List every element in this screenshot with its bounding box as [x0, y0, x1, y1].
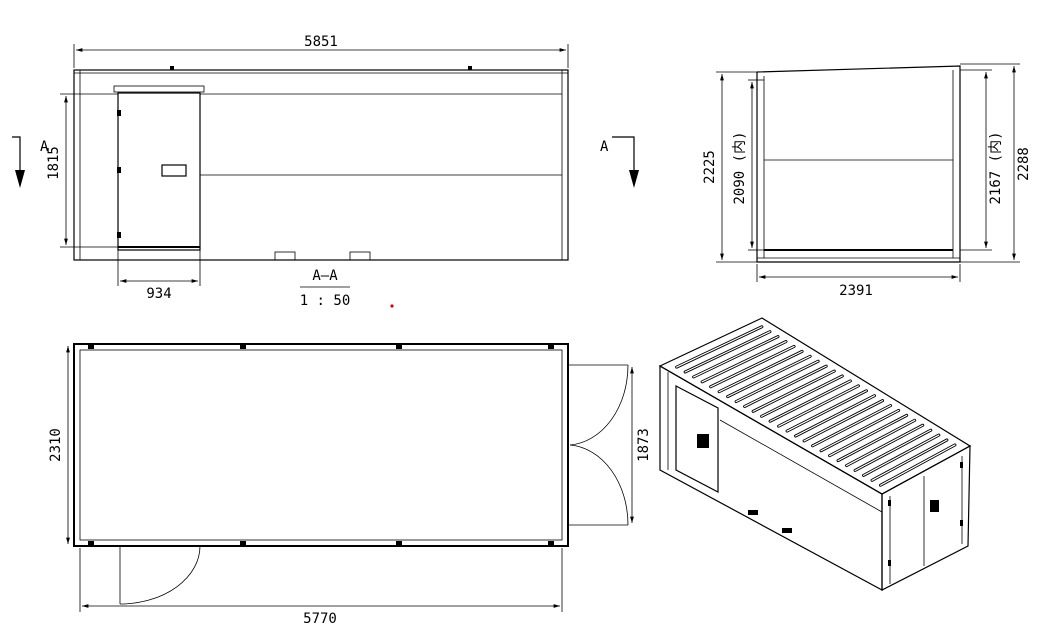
- roof-rib-highlight: [761, 375, 843, 417]
- roof-corrugations: [675, 325, 957, 487]
- dim-side-outer-right: 2288: [1016, 147, 1032, 181]
- section-label: A—A: [312, 268, 338, 284]
- door-canopy: [113, 85, 205, 93]
- roof-rib-highlight: [811, 404, 892, 447]
- roof-rib-highlight: [862, 434, 940, 476]
- drawing-scale: 1 : 50: [300, 293, 351, 309]
- roof-rib-highlight: [845, 424, 924, 467]
- front-door: [117, 92, 201, 251]
- roof-rib-highlight: [879, 444, 956, 486]
- roof-rib-highlight: [871, 439, 948, 481]
- iso-end-handle-icon: [930, 500, 939, 512]
- roof-rib-highlight: [744, 365, 827, 408]
- dim-plan-depth: 2310: [48, 428, 64, 462]
- plan-outline: [73, 343, 569, 547]
- door-hinge: [117, 167, 121, 173]
- section-letter-left: A: [40, 139, 49, 155]
- roof-rib-highlight: [786, 390, 868, 432]
- dim-door-swing: 1873: [636, 428, 652, 462]
- door-swing-arc: [119, 545, 201, 605]
- door-swing-arc: [569, 444, 629, 526]
- roof-rib-highlight: [684, 331, 771, 373]
- roof-rib-highlight: [794, 395, 876, 437]
- dim-side-inner-left: 2090 (内): [732, 131, 748, 204]
- dim-side-width: 2391: [839, 283, 873, 299]
- roof-rib-highlight: [854, 429, 932, 472]
- side-body-outline: [756, 65, 961, 263]
- roof-rib-highlight: [752, 370, 835, 412]
- roof-rib-highlight: [693, 336, 779, 378]
- roof-lug: [170, 66, 174, 70]
- plan-view: 1873 2310 5770: [48, 343, 652, 627]
- door-handle-icon: [161, 164, 187, 177]
- roof-rib-highlight: [803, 400, 884, 442]
- roof-rib-highlight: [820, 409, 900, 452]
- front-view: 5851 1815 934 A A A—A 1 : 50: [12, 34, 639, 309]
- dim-front-height: 1815: [46, 146, 62, 180]
- forklift-pocket: [349, 251, 371, 261]
- red-marker-dot: [390, 304, 394, 308]
- isometric-view: [658, 317, 972, 592]
- roof-rib-highlight: [718, 350, 803, 393]
- dim-side-inner-right: 2167 (内): [988, 131, 1004, 204]
- forklift-pocket: [274, 251, 296, 261]
- roof-rib-highlight: [769, 380, 851, 422]
- iso-roof: [658, 317, 972, 495]
- door-swing-arc: [569, 364, 629, 446]
- door-hinge: [117, 110, 121, 116]
- dim-front-length: 5851: [304, 34, 338, 50]
- plan-inner-wall: [79, 349, 563, 541]
- section-marker-left: [12, 136, 21, 178]
- roof-rib-highlight: [701, 340, 787, 383]
- roof-rib-highlight: [735, 360, 819, 403]
- iso-door-handle-icon: [697, 434, 709, 448]
- iso-end-face: [881, 444, 971, 591]
- roof-rib-highlight: [777, 385, 860, 427]
- section-marker-right: [612, 136, 635, 178]
- roof-rib-highlight: [710, 345, 795, 388]
- roof-rib-highlight: [828, 414, 908, 457]
- roof-lug: [468, 66, 472, 70]
- section-letter-right: A: [600, 139, 609, 155]
- dim-door-width: 934: [146, 286, 171, 302]
- side-view: 2225 2090 (内) 2167 (内) 2288 2391: [702, 63, 1032, 299]
- roof-rib-highlight: [837, 419, 916, 462]
- roof-rib-highlight: [727, 355, 811, 398]
- front-body-outline: [73, 69, 569, 261]
- dim-side-outer-left: 2225: [702, 150, 718, 184]
- iso-door: [675, 385, 719, 493]
- door-hinge: [117, 232, 121, 238]
- roof-rib-highlight: [676, 326, 763, 368]
- dim-plan-length: 5770: [303, 611, 337, 627]
